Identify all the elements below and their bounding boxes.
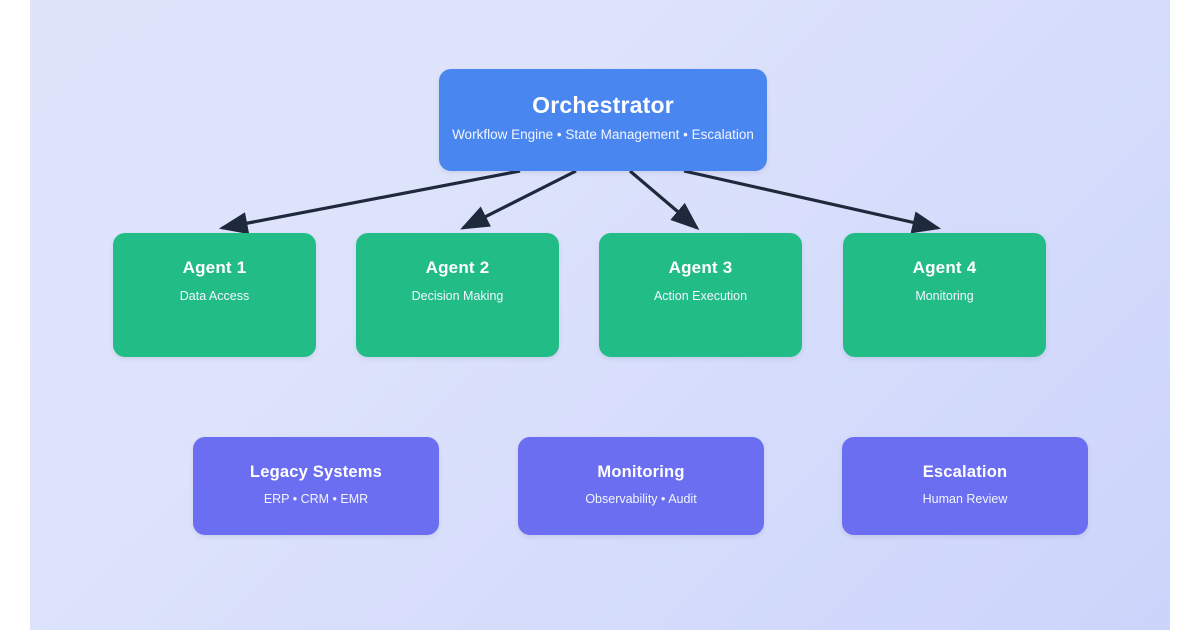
monitoring-subtitle: Observability • Audit: [585, 492, 697, 507]
legacy-systems-subtitle: ERP • CRM • EMR: [263, 492, 369, 507]
node-monitoring[interactable]: Monitoring Observability • Audit: [518, 437, 764, 535]
node-escalation[interactable]: Escalation Human Review: [842, 437, 1088, 535]
agent-2-subtitle: Decision Making: [411, 288, 504, 303]
agent-3-subtitle: Action Execution: [653, 288, 748, 303]
connector-orchestrator-to-agent-4: [683, 169, 942, 234]
orchestrator-title: Orchestrator: [532, 92, 674, 118]
agent-2-title: Agent 2: [425, 258, 490, 277]
node-agent-2[interactable]: Agent 2 Decision Making: [356, 233, 559, 357]
node-agent-3[interactable]: Agent 3 Action Execution: [599, 233, 802, 357]
legacy-systems-title: Legacy Systems: [249, 463, 383, 481]
connector-orchestrator-to-agent-1: [218, 169, 521, 235]
agent-1-title: Agent 1: [182, 258, 247, 277]
orchestrator-subtitle: Workflow Engine • State Management • Esc…: [452, 127, 754, 143]
node-agent-1[interactable]: Agent 1 Data Access: [113, 233, 316, 357]
connector-orchestrator-to-agent-2: [460, 169, 577, 230]
escalation-subtitle: Human Review: [922, 492, 1008, 507]
node-agent-4[interactable]: Agent 4 Monitoring: [843, 233, 1046, 357]
monitoring-title: Monitoring: [597, 463, 685, 481]
node-orchestrator[interactable]: Orchestrator Workflow Engine • State Man…: [439, 69, 767, 171]
agent-4-title: Agent 4: [912, 258, 977, 277]
agent-3-title: Agent 3: [668, 258, 733, 277]
escalation-title: Escalation: [922, 463, 1008, 481]
agent-4-subtitle: Monitoring: [915, 288, 974, 303]
diagram-canvas: Orchestrator Workflow Engine • State Man…: [30, 0, 1170, 630]
connector-orchestrator-to-agent-3: [628, 169, 700, 231]
node-legacy-systems[interactable]: Legacy Systems ERP • CRM • EMR: [193, 437, 439, 535]
agent-1-subtitle: Data Access: [179, 288, 250, 303]
